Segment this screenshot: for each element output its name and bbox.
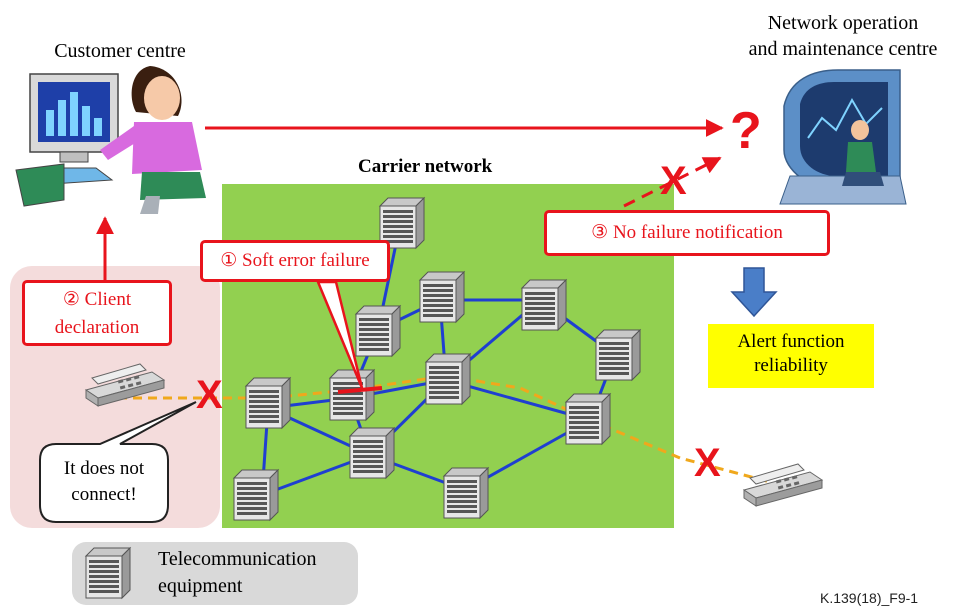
step2-client-declaration-box: ② Client declaration [22, 280, 172, 346]
failure-x-mark-left-phone: X [196, 373, 223, 417]
speech-text-line1: It does not [63, 458, 145, 479]
unknown-status-mark: ? [730, 102, 762, 160]
failure-x-mark-notification: X [660, 159, 687, 203]
customer-centre-label: Customer centre [54, 40, 186, 62]
alert-text-line2: reliability [754, 354, 828, 376]
noc-label-line2: and maintenance centre [748, 38, 938, 60]
failure-x-mark-right-phone: X [694, 441, 721, 485]
step2-text-line2: declaration [54, 317, 140, 338]
speech-bubble [39, 401, 197, 523]
step3-no-notification-box: ③ No failure notification [544, 210, 830, 256]
noc-label-line1: Network operation [767, 12, 919, 34]
alert-down-arrow [730, 267, 778, 318]
figure-identifier: K.139(18)_F9-1 [820, 590, 919, 606]
alert-text-line1: Alert function [737, 331, 845, 352]
operator-person-icon [100, 66, 206, 214]
carrier-network-label: Carrier network [358, 156, 493, 177]
speech-text-line2: connect! [71, 484, 137, 505]
step1-soft-error-box: ① Soft error failure [200, 240, 390, 282]
signal-path [88, 374, 771, 484]
legend-box [72, 542, 358, 605]
alert-reliability-box: Alert function reliability [708, 324, 874, 388]
legend-label-line2: equipment [158, 575, 243, 597]
step1-text: ① Soft error failure [220, 250, 370, 271]
desktop-computer-icon [15, 73, 119, 207]
step3-text: ③ No failure notification [591, 222, 783, 243]
legend-label-line1: Telecommunication [158, 548, 317, 570]
operator-console-icon [779, 69, 907, 205]
step2-text-line1: ② Client [62, 289, 132, 310]
soft-error-pointer [316, 280, 364, 390]
failed-notification-arrow [623, 156, 722, 208]
